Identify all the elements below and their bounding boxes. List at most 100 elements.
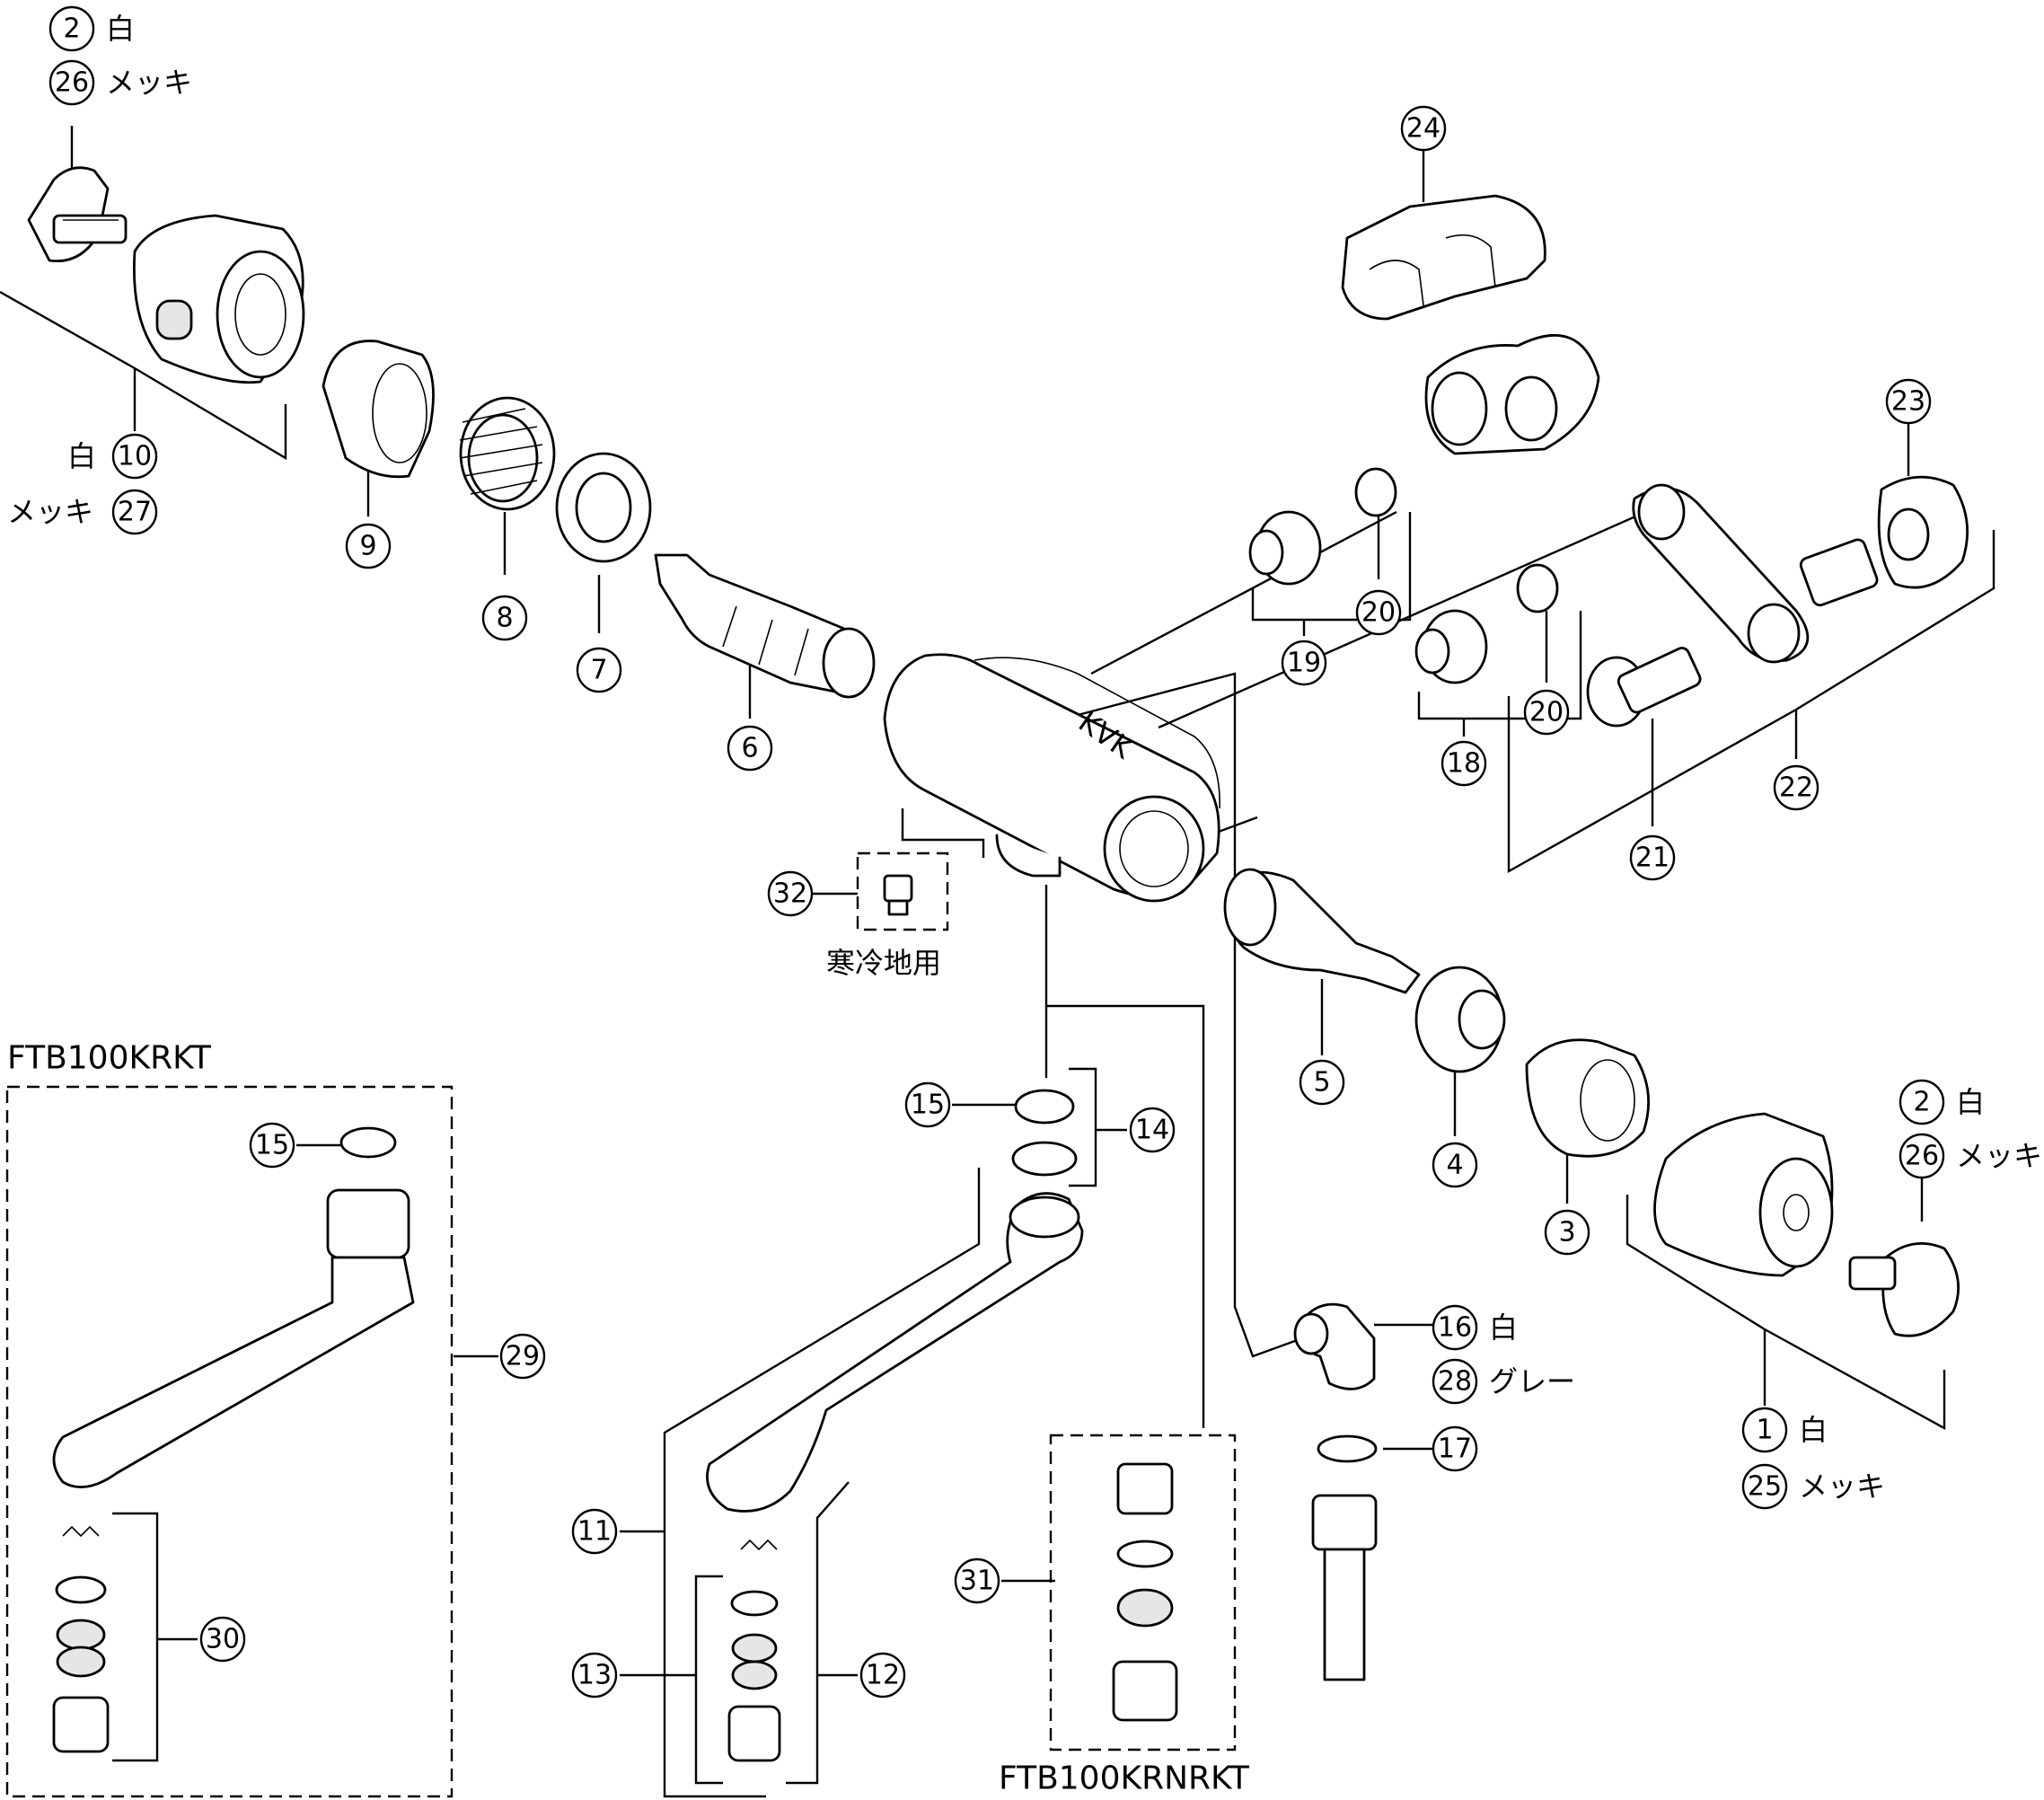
callout-32: 32 <box>767 870 814 917</box>
left-cap-part <box>27 166 128 263</box>
right-cap-part <box>1848 1242 1960 1337</box>
spout-kit-model-label: FTB100KRKT <box>7 1040 212 1077</box>
callout-14: 14 <box>1129 1107 1176 1153</box>
part-3 <box>1525 1038 1650 1158</box>
svg-text:13: 13 <box>577 1660 612 1691</box>
part-29-spout <box>52 1188 415 1488</box>
callout-15a: 15 <box>249 1122 295 1169</box>
upper-connector-part <box>1424 333 1600 455</box>
callout-15b: 15 <box>904 1081 951 1128</box>
callout-2b: 2 <box>1899 1079 1945 1125</box>
nozzle-kit-model-label: FTB100KRNRKT <box>999 1760 1250 1797</box>
finish-label-27: メッキ <box>7 495 93 529</box>
part-15a-ring <box>339 1126 397 1159</box>
finish-label-26a: メッキ <box>106 66 192 100</box>
aerator-stack-30 <box>52 1525 110 1753</box>
part-7 <box>555 452 652 563</box>
callout-3: 3 <box>1544 1209 1590 1256</box>
callout-4: 4 <box>1432 1142 1478 1188</box>
callout-20a: 20 <box>1355 589 1402 636</box>
callout-28: 28 <box>1432 1358 1478 1405</box>
callout-25: 25 <box>1741 1463 1788 1510</box>
callout-18: 18 <box>1440 740 1487 787</box>
part-9 <box>322 340 435 479</box>
svg-text:15: 15 <box>255 1130 289 1161</box>
part-31-nozzle-kit <box>1112 1462 1178 1722</box>
callout-9: 9 <box>345 523 392 569</box>
callout-31: 31 <box>954 1557 1000 1604</box>
callout-6: 6 <box>727 725 773 772</box>
svg-text:1: 1 <box>1756 1415 1773 1446</box>
svg-text:16: 16 <box>1438 1312 1472 1344</box>
svg-text:9: 9 <box>359 531 376 562</box>
part-5-cartridge <box>1223 868 1421 994</box>
svg-text:14: 14 <box>1135 1115 1169 1146</box>
aerator-stack-12-13 <box>727 1539 781 1762</box>
cold-region-label: 寒冷地用 <box>826 946 941 980</box>
part-24-cover <box>1341 194 1546 321</box>
svg-text:6: 6 <box>741 733 758 764</box>
svg-text:15: 15 <box>911 1090 945 1121</box>
part-6-cartridge <box>654 553 876 699</box>
svg-text:2: 2 <box>63 13 80 45</box>
callout-8: 8 <box>481 595 528 641</box>
callout-20b: 20 <box>1523 689 1570 736</box>
callout-10: 10 <box>111 433 158 480</box>
finish-label-2a: 白 <box>106 12 135 46</box>
callout-11: 11 <box>571 1508 618 1555</box>
part-18 <box>1414 609 1488 684</box>
part-19 <box>1248 510 1322 586</box>
finish-label-10: 白 <box>67 439 96 473</box>
callout-19: 19 <box>1281 640 1327 686</box>
finish-label-28: グレー <box>1489 1364 1575 1399</box>
svg-text:8: 8 <box>496 603 513 634</box>
part-20b-washer <box>1516 563 1559 613</box>
finish-label-1: 白 <box>1799 1413 1828 1447</box>
part-15b-ring <box>1014 1089 1075 1125</box>
svg-text:32: 32 <box>773 878 807 910</box>
left-handle-part <box>133 214 305 384</box>
callout-26b: 26 <box>1899 1133 1945 1179</box>
svg-text:11: 11 <box>577 1516 612 1548</box>
svg-text:24: 24 <box>1406 113 1440 145</box>
callout-22: 22 <box>1773 764 1819 811</box>
svg-text:22: 22 <box>1779 772 1813 804</box>
callout-21: 21 <box>1629 834 1676 881</box>
callout-30: 30 <box>199 1616 246 1663</box>
svg-text:25: 25 <box>1748 1471 1782 1503</box>
right-handle-part <box>1653 1112 1834 1277</box>
svg-text:3: 3 <box>1558 1217 1575 1249</box>
callout-2a: 2 <box>48 5 95 52</box>
svg-text:5: 5 <box>1313 1067 1330 1099</box>
part-21 <box>1586 647 1702 728</box>
callout-7: 7 <box>576 647 622 693</box>
part-20a-washer <box>1354 467 1397 517</box>
svg-text:31: 31 <box>960 1566 994 1597</box>
svg-text:23: 23 <box>1891 386 1925 418</box>
cold-region-box <box>856 851 949 931</box>
svg-text:30: 30 <box>206 1624 240 1655</box>
nozzle-kit-box <box>1049 1434 1237 1751</box>
svg-text:12: 12 <box>866 1660 900 1691</box>
svg-text:28: 28 <box>1438 1366 1472 1398</box>
svg-text:20: 20 <box>1529 697 1564 728</box>
callout-5: 5 <box>1299 1059 1345 1106</box>
leader-lines <box>0 126 1996 1798</box>
callout-29: 29 <box>499 1333 546 1380</box>
svg-text:4: 4 <box>1446 1150 1463 1181</box>
part-23-escutcheon <box>1877 475 1969 589</box>
callout-24: 24 <box>1400 105 1447 152</box>
finish-label-25: メッキ <box>1799 1469 1885 1504</box>
svg-text:26: 26 <box>1905 1141 1939 1172</box>
callout-17: 17 <box>1432 1425 1478 1472</box>
part-22-arm <box>1632 483 1879 664</box>
part-8 <box>459 396 556 511</box>
faucet-body: KVK <box>883 653 1220 903</box>
callout-26a: 26 <box>48 59 95 106</box>
svg-text:27: 27 <box>118 497 152 528</box>
part-17-washer <box>1317 1434 1378 1463</box>
part-32-valve <box>883 874 913 916</box>
svg-text:29: 29 <box>506 1341 540 1372</box>
svg-text:2: 2 <box>1913 1087 1930 1118</box>
svg-text:20: 20 <box>1361 597 1396 629</box>
